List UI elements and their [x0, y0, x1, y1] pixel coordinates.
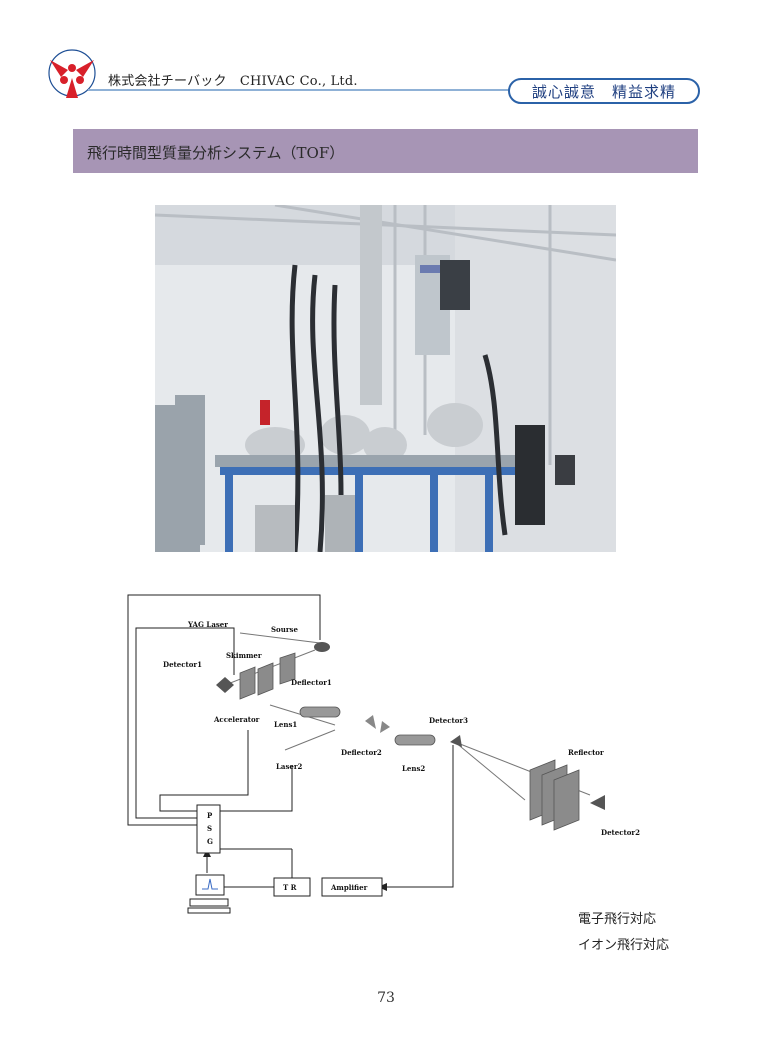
amplifier-box-label: Amplifier — [330, 883, 368, 892]
tof-schematic: YAG Laser Sourse Detector1 Skimmer Defle… — [127, 594, 640, 914]
motto-badge: 誠心誠意 精益求精 — [508, 78, 700, 104]
psg-letter-g: G — [207, 837, 213, 846]
caption-electron-flight: 電子飛行対応 — [578, 912, 657, 927]
label-detector3: Detector3 — [429, 716, 468, 725]
label-laser2: Laser2 — [276, 762, 303, 771]
label-yag-laser: YAG Laser — [187, 620, 228, 629]
tr-box-label: T R — [283, 883, 297, 892]
psg-letter-s: S — [207, 824, 212, 833]
section-title: 飛行時間型質量分析システム（TOF） — [87, 144, 345, 162]
header-rule — [88, 89, 698, 91]
company-logo — [48, 49, 96, 98]
label-lens2: Lens2 — [402, 764, 425, 773]
label-deflector2: Deflector2 — [341, 748, 382, 757]
page-number: 73 — [377, 990, 395, 1006]
section-title-band: 飛行時間型質量分析システム（TOF） — [73, 129, 698, 173]
company-name: 株式会社チーバック CHIVAC Co., Ltd. — [108, 74, 358, 89]
equipment-photo — [155, 205, 616, 552]
psg-letter-p: P — [207, 811, 213, 820]
caption-ion-flight: イオン飛行対応 — [578, 938, 670, 953]
label-lens1: Lens1 — [274, 720, 297, 729]
label-detector1: Detector1 — [163, 660, 202, 669]
label-source: Sourse — [271, 625, 298, 634]
label-skimmer: Skimmer — [226, 651, 262, 660]
label-detector2: Detector2 — [601, 828, 640, 837]
label-accelerator: Accelerator — [213, 715, 260, 724]
label-deflector1: Deflector1 — [291, 678, 332, 687]
label-reflector: Reflector — [568, 748, 604, 757]
